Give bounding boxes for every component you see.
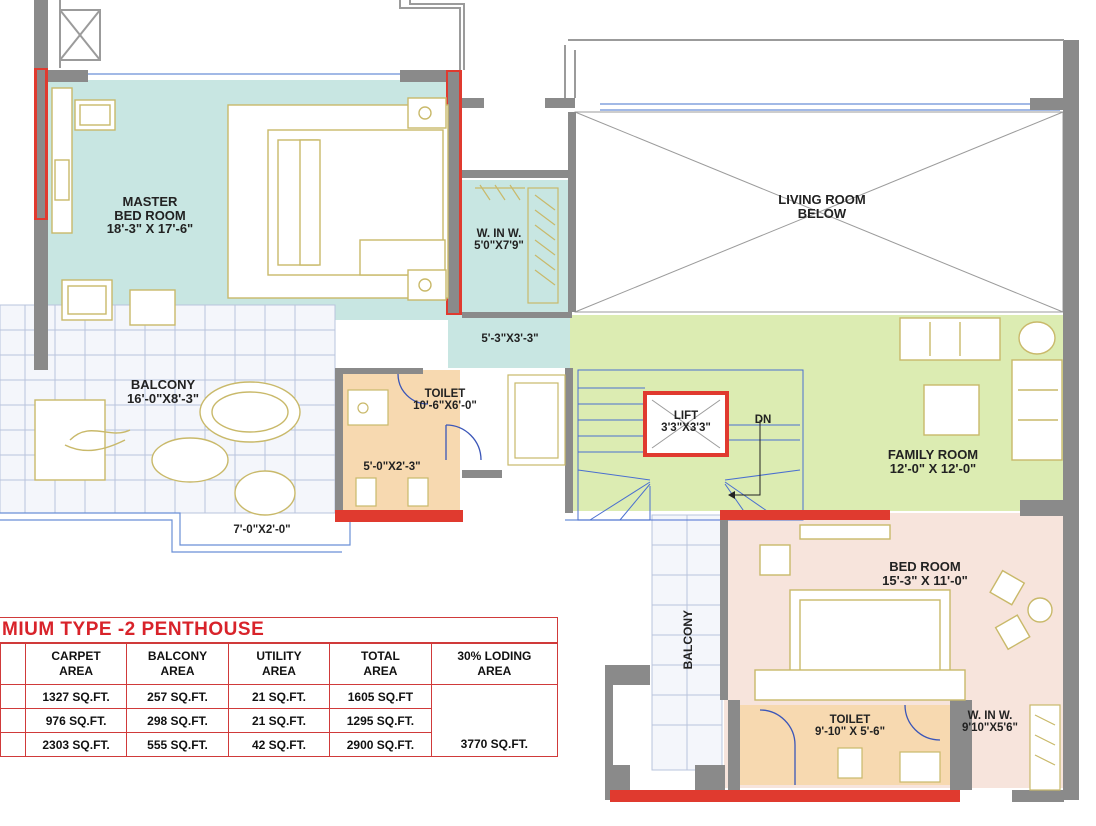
walk-in-1-name: W. IN W. — [476, 228, 522, 240]
balcony-furniture — [34, 381, 301, 516]
table-cell: 42 SQ.FT. — [227, 732, 331, 757]
thin-walls — [59, 0, 1064, 98]
toilet-2-doors — [759, 704, 941, 785]
table-cell: 257 SQ.FT. — [126, 684, 229, 709]
bedroom-dims: 15'-3" X 11'-0" — [882, 572, 968, 588]
table-row: 2303 SQ.FT. 555 SQ.FT. 42 SQ.FT. 2900 SQ… — [0, 732, 559, 757]
walk-in-2-name: W. IN W. — [967, 710, 1013, 722]
table-cell — [0, 684, 26, 709]
balcony-main-dims: 16'-0"X8'-3" — [127, 390, 199, 406]
master-bedroom-name-line2: BED ROOM — [114, 207, 186, 223]
walk-in-1-label: W. IN W. 5'0"X7'9" — [464, 228, 534, 252]
bedroom-furniture — [754, 524, 1053, 701]
family-furniture — [899, 317, 1063, 461]
living-below-name-line1: LIVING ROOM — [778, 192, 866, 207]
table-cell: 1295 SQ.FT. — [329, 708, 432, 733]
stair-dn-label: DN — [748, 414, 778, 426]
table-cell: 2303 SQ.FT. — [24, 732, 128, 757]
table-cell — [430, 684, 559, 733]
balcony-small-label: 7'-0"X2'-0" — [222, 524, 302, 536]
passage-dims: 5'-3"X3'-3" — [481, 333, 539, 345]
lift-label: LIFT 3'3"X3'3" — [646, 410, 726, 434]
family-room-label: FAMILY ROOM 12'-0" X 12'-0" — [868, 448, 998, 475]
master-bedroom-name-line1: MASTER — [122, 194, 178, 209]
table-cell: 1327 SQ.FT. — [24, 684, 128, 709]
toilet-2-label: TOILET 9'-10" X 5'-6" — [800, 714, 900, 738]
walls — [34, 0, 1079, 802]
balcony-main-label: BALCONY 16'-0"X8'-3" — [108, 378, 218, 405]
master-bed — [227, 97, 449, 301]
walk-in-2-label: W. IN W. 9'10"X5'6" — [950, 710, 1030, 734]
toilet-1-label: TOILET 10'-6"X6'-0" — [405, 388, 485, 412]
bedroom-name: BED ROOM — [889, 559, 961, 574]
table-cell: 1605 SQ.FT — [329, 684, 432, 709]
lift-name: LIFT — [673, 410, 699, 422]
table-cell: 555 SQ.FT. — [126, 732, 229, 757]
passage-label: 5'-3"X3'-3" — [470, 333, 550, 345]
wardrobe-1 — [475, 184, 559, 304]
table-cell — [0, 732, 26, 757]
toilet-2-name: TOILET — [829, 714, 871, 726]
family-room-dims: 12'-0" X 12'-0" — [889, 460, 977, 476]
walk-in-2-dims: 9'10"X5'6" — [961, 722, 1019, 735]
balcony-side-tiles — [651, 514, 723, 771]
toilet-1-name: TOILET — [424, 388, 466, 400]
master-bedroom-label: MASTER BED ROOM 18'-3" X 17'-6" — [100, 195, 200, 236]
passage-floor — [448, 310, 570, 368]
toilet-1-dims: 10'-6"X6'-0" — [413, 400, 477, 413]
wc-area-dims: 5'-0"X2'-3" — [363, 461, 421, 473]
toilet-2-dims: 9'-10" X 5'-6" — [814, 726, 886, 739]
balcony-main-name: BALCONY — [130, 377, 196, 392]
area-table-title: MIUM TYPE -2 PENTHOUSE — [0, 617, 558, 643]
table-cell: 298 SQ.FT. — [126, 708, 229, 733]
table-row: 1327 SQ.FT. 257 SQ.FT. 21 SQ.FT. 1605 SQ… — [0, 684, 559, 733]
table-cell: 21 SQ.FT. — [227, 708, 331, 733]
toilet-1-doors — [397, 373, 482, 461]
lift-dims: 3'3"X3'3" — [661, 422, 711, 435]
header-cell — [0, 643, 26, 685]
master-furniture — [51, 87, 176, 326]
wc-area-label: 5'-0"X2'-3" — [352, 461, 432, 473]
balcony-small-dims: 7'-0"X2'-0" — [233, 524, 291, 536]
red-inner-walls — [37, 70, 459, 313]
master-bedroom-dims: 18'-3" X 17'-6" — [106, 221, 194, 237]
toilet-2-fixtures — [837, 704, 1061, 791]
table-cell: 21 SQ.FT. — [227, 684, 331, 709]
table-cell: 2900 SQ.FT. — [329, 732, 432, 757]
lift-shaft — [643, 391, 729, 457]
table-cell — [0, 708, 26, 733]
table-cell: 3770 SQ.FT. — [430, 732, 559, 757]
living-below-label: LIVING ROOM BELOW — [762, 193, 882, 220]
walk-in-1-floor — [462, 180, 568, 320]
family-room-name: FAMILY ROOM — [887, 447, 979, 462]
table-cell: 976 SQ.FT. — [24, 708, 128, 733]
bedroom-label: BED ROOM 15'-3" X 11'-0" — [870, 560, 980, 587]
toilet-1-fixtures — [347, 374, 566, 507]
stair-dn-text: DN — [754, 414, 772, 426]
living-below-name-line2: BELOW — [797, 205, 847, 221]
walk-in-1-dims: 5'0"X7'9" — [474, 240, 524, 253]
balcony-side-label: BALCONY — [681, 610, 695, 670]
